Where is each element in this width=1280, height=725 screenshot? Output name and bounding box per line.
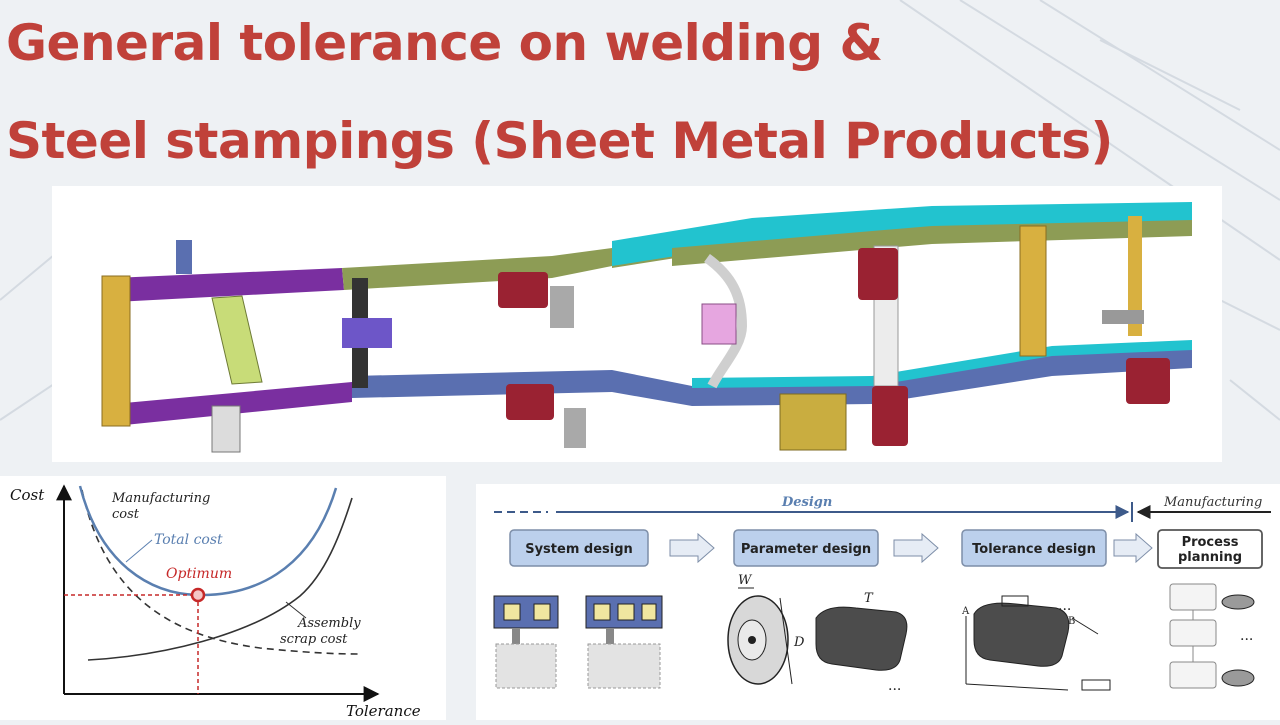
cost-tolerance-panel: Cost Tolerance Manufacturing cost Total … [0, 476, 446, 720]
flow-arrow-1 [669, 532, 715, 564]
design-flow-diagram: Design Manufacturing System design Param… [493, 495, 1271, 694]
parameter-ellipsis: ... [888, 678, 901, 694]
front-crossmember [211, 295, 263, 385]
chassis-frame-illustration [101, 202, 1192, 453]
y-axis-label: Cost [10, 486, 45, 504]
assembly-scrap-label-1: Assembly [297, 616, 361, 631]
design-label: Design [781, 495, 832, 510]
assembly-scrap-cost-curve [87, 497, 353, 661]
upper-rail-purple [112, 268, 344, 302]
cost-tolerance-diagram: Cost Tolerance Manufacturing cost Total … [10, 484, 421, 720]
x-axis-label: Tolerance [346, 702, 421, 720]
system-design-sketch-1 [493, 595, 559, 689]
design-flow-panel: Design Manufacturing System design Param… [476, 484, 1280, 720]
process-planning-box [1157, 529, 1263, 569]
gold-box [779, 393, 847, 451]
mount-5 [1126, 358, 1170, 404]
lower-rail-purple [114, 382, 352, 426]
title-line-2: Steel stampings (Sheet Metal Products) [6, 112, 1113, 170]
pink-bracket [701, 303, 737, 345]
assembly-leader [285, 601, 307, 619]
flow-arrow-2 [893, 532, 939, 564]
optimum-label: Optimum [166, 566, 232, 582]
lower-rail-cyan [692, 340, 1192, 388]
upper-rail-olive [342, 248, 612, 290]
tolerance-design-box [961, 529, 1107, 567]
tolerance-ellipsis: ... [1058, 598, 1071, 614]
optimum-point [190, 587, 206, 603]
blue-bracket [176, 240, 192, 274]
total-cost-label: Total cost [154, 532, 223, 548]
process-steps-sketch [1169, 583, 1255, 689]
total-cost-leader [125, 539, 153, 563]
flow-arrow-3 [1113, 532, 1153, 564]
toleranced-pad-sketch [973, 602, 1070, 667]
tolerance-annotations [965, 595, 1111, 691]
system-design-sketch-2 [585, 595, 663, 689]
brake-disc-sketch [727, 587, 793, 685]
manufacturing-cost-label-1: Manufacturing [111, 491, 210, 506]
tolerance-design-label: Tolerance design [972, 542, 1096, 557]
mount-1 [498, 272, 548, 308]
parameter-design-label: Parameter design [741, 542, 871, 557]
front-bracket [211, 405, 241, 453]
exhaust-pipe [704, 253, 748, 389]
dim-t-label: T [864, 591, 874, 606]
rear-end-member [1128, 216, 1142, 336]
mount-4 [872, 386, 908, 446]
mount-2 [506, 384, 554, 420]
brake-pad-sketch [815, 606, 908, 671]
upper-rail-olive-rear [672, 220, 1192, 266]
parameter-design-box [733, 529, 879, 567]
datum-b-label: B [1068, 616, 1075, 627]
manufacturing-cost-label-2: cost [112, 507, 140, 522]
title-line-1: General tolerance on welding & [6, 14, 883, 72]
system-design-label: System design [525, 542, 633, 557]
system-design-box [509, 529, 649, 567]
front-member [101, 275, 131, 427]
crossmember-rear-yellow [1019, 225, 1047, 357]
mount-3 [858, 248, 898, 300]
dim-w-label: W [738, 573, 753, 588]
manufacturing-cost-curve [81, 489, 359, 655]
process-planning-label-1: Process [1182, 535, 1239, 550]
upper-rail-cyan [612, 202, 1192, 266]
datum-a-label: A [961, 606, 970, 617]
assembly-scrap-label-2: scrap cost [280, 632, 348, 647]
chassis-frame-panel [52, 186, 1222, 462]
process-planning-label-2: planning [1178, 550, 1242, 565]
process-ellipsis: ... [1240, 628, 1253, 644]
gray-bracket-2 [564, 408, 586, 448]
dim-d-label: D [793, 635, 805, 650]
gray-bracket-1 [550, 286, 574, 328]
purple-box [342, 318, 392, 348]
lower-rail-blue [352, 348, 1192, 406]
manufacturing-label: Manufacturing [1163, 495, 1262, 510]
rear-hook [1102, 310, 1144, 324]
